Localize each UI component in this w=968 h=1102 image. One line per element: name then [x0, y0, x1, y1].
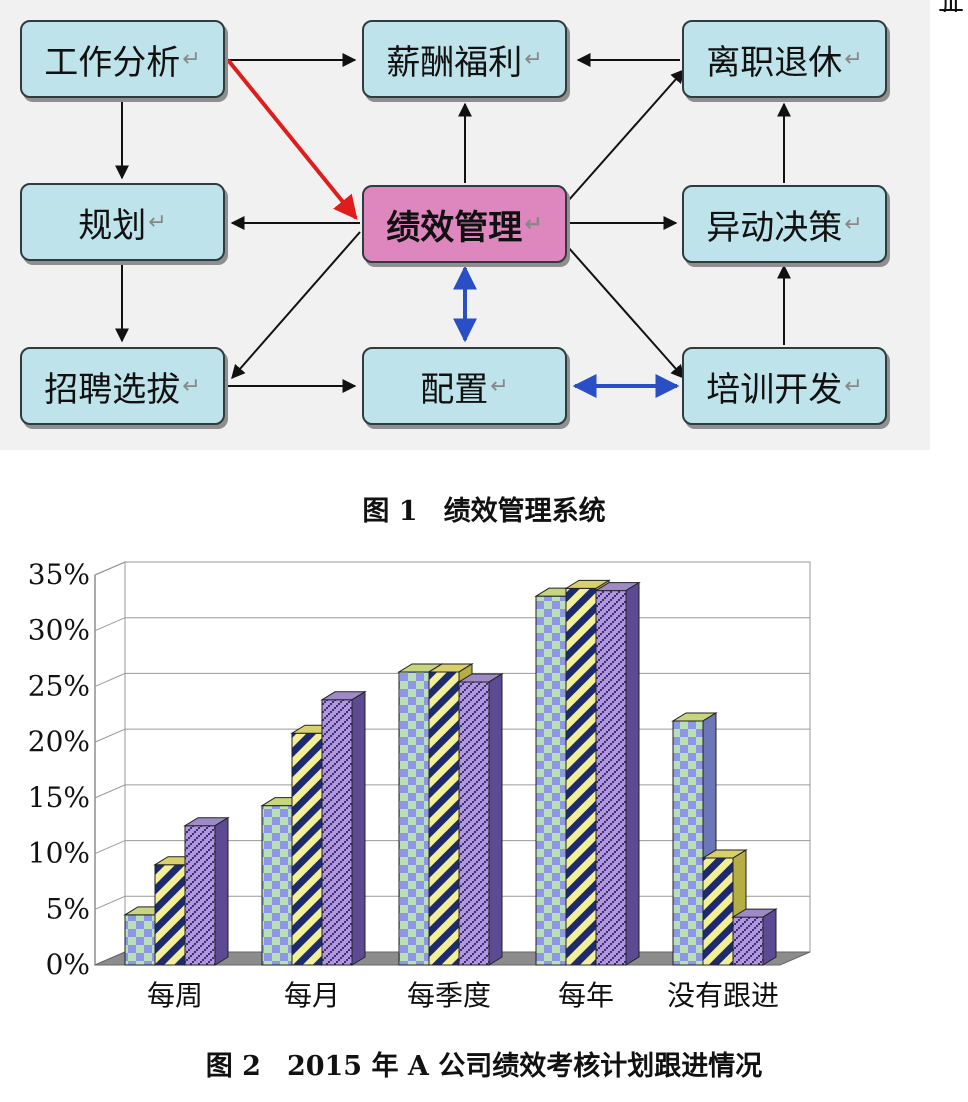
y-axis-ticks: 0% 5% 10% 15% 20% 25% 30% 35% [28, 558, 90, 981]
node-allocation: 配置↵ [362, 347, 567, 425]
y-tick-label: 25% [28, 669, 90, 702]
node-label: 工作分析 [44, 42, 181, 83]
y-tick-label: 10% [28, 837, 90, 870]
return-icon: ↵ [524, 46, 543, 72]
y-tick-label: 5% [46, 892, 90, 925]
node-label: 离职退休 [706, 42, 843, 83]
node-training: 培训开发↵ [682, 347, 887, 425]
node-label: 配置 [420, 369, 489, 410]
bar [184, 825, 216, 966]
figure2-caption: 图 2 2015 年 A 公司绩效考核计划跟进情况 [0, 1044, 968, 1083]
bar [124, 914, 156, 966]
figure1-caption-text: 绩效管理系统 [443, 496, 606, 527]
arrow-perf-to-train [559, 237, 685, 380]
bar-side [625, 581, 640, 966]
figure1-caption: 图 1 绩效管理系统 [0, 489, 968, 528]
bar [154, 864, 186, 966]
bar [321, 699, 353, 966]
bar [732, 916, 764, 966]
node-performance-management: 绩效管理↵ [362, 185, 567, 263]
bar [535, 595, 567, 966]
return-icon: ↵ [490, 373, 509, 399]
follow-up-bar-chart: 0% 5% 10% 15% 20% 25% 30% 35% 每周 每月 每季度 每年 没有跟进 [28, 558, 811, 1012]
bar [458, 681, 490, 966]
y-tick-label: 30% [28, 614, 90, 647]
arrow-perf-to-retire [559, 68, 685, 211]
figure2-caption-number: 图 2 [205, 1051, 261, 1082]
arrow-perf-to-recruit [231, 231, 361, 380]
node-planning: 规划↵ [20, 183, 225, 261]
bar [565, 587, 597, 966]
return-icon: ↵ [844, 373, 863, 399]
bar-side [762, 908, 777, 966]
y-tick-label: 0% [46, 948, 90, 981]
return-icon: ↵ [182, 46, 201, 72]
node-label: 薪酬福利 [386, 42, 523, 83]
bar [702, 857, 734, 966]
chart-bars [123, 579, 778, 966]
bar-side [214, 816, 229, 966]
node-label: 培训开发 [706, 369, 843, 410]
return-icon: ↵ [844, 46, 863, 72]
node-label: 规划 [78, 205, 147, 246]
node-compensation: 薪酬福利↵ [362, 20, 567, 98]
return-icon: ↵ [148, 209, 167, 235]
node-label: 绩效管理 [386, 207, 523, 248]
corner-text-fragment: 工几 [938, 0, 968, 12]
x-category-label: 每月 [284, 979, 340, 1012]
node-job-analysis: 工作分析↵ [20, 20, 225, 98]
node-label: 异动决策 [706, 207, 843, 248]
bar [595, 590, 627, 966]
bar [672, 720, 704, 966]
arrow-job-to-perf [226, 58, 358, 220]
x-category-label: 每季度 [407, 979, 491, 1012]
y-tick-label: 20% [28, 725, 90, 758]
x-category-label: 没有跟进 [667, 979, 779, 1012]
bar [261, 805, 293, 966]
performance-system-diagram: 工作分析↵ 薪酬福利↵ 离职退休↵ 规划↵ 绩效管理↵ 异动决策↵ 招聘选拔↵ … [0, 0, 930, 450]
node-transfer-decision: 异动决策↵ [682, 185, 887, 263]
gridline [94, 561, 810, 576]
node-label: 招聘选拔 [44, 369, 181, 410]
bar [428, 671, 460, 966]
return-icon: ↵ [524, 211, 543, 237]
y-tick-label: 35% [28, 558, 90, 591]
node-recruitment: 招聘选拔↵ [20, 347, 225, 425]
figure2-caption-text: 2015 年 A 公司绩效考核计划跟进情况 [286, 1051, 763, 1082]
x-category-label: 每年 [558, 979, 614, 1012]
return-icon: ↵ [182, 373, 201, 399]
diagram-connectors [115, 53, 791, 398]
x-category-label: 每周 [147, 979, 203, 1012]
x-axis-labels: 每周 每月 每季度 每年 没有跟进 [147, 979, 779, 1012]
side-wall [94, 561, 126, 966]
bar [398, 671, 430, 966]
return-icon: ↵ [844, 211, 863, 237]
bar-side [488, 673, 503, 966]
y-tick-label: 15% [28, 781, 90, 814]
figure1-caption-number: 图 1 [362, 496, 418, 527]
node-retirement: 离职退休↵ [682, 20, 887, 98]
bar [291, 732, 323, 966]
bar-side [351, 690, 366, 966]
